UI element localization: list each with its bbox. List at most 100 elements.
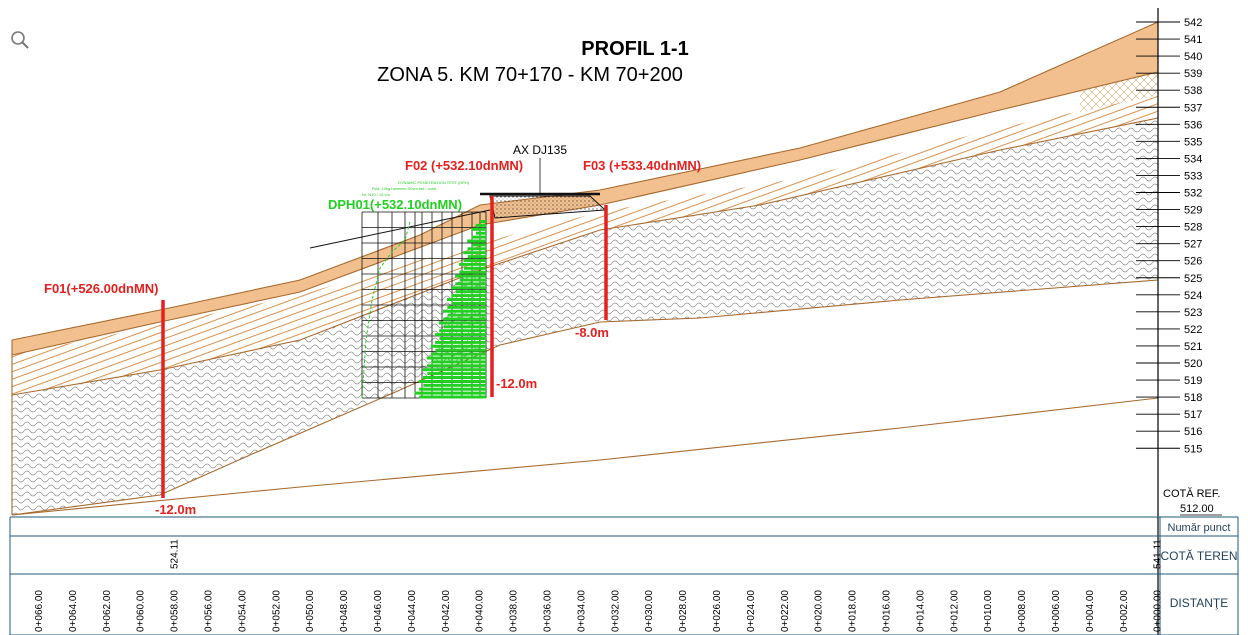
dph-bar xyxy=(451,286,486,290)
scale-tick-label: 516 xyxy=(1184,426,1202,438)
dph-bar xyxy=(442,309,486,313)
dph-curve xyxy=(361,221,411,399)
distance-label: 0+032.00 xyxy=(610,590,621,632)
distance-label: 0+060.00 xyxy=(136,590,147,632)
distance-label: 0+012.00 xyxy=(949,590,960,632)
scale-tick-label: 533 xyxy=(1184,170,1202,182)
scale-tick-label: 540 xyxy=(1184,51,1202,63)
distance-label: 0+006.00 xyxy=(1051,590,1062,632)
distance-label: 0+014.00 xyxy=(915,590,926,632)
dph-bar xyxy=(435,340,486,344)
dph-bar xyxy=(443,325,486,329)
borehole-label-f03: F03 (+533.40dnMN) xyxy=(583,158,701,173)
dph-bar xyxy=(435,348,486,352)
borehole-label-f02: F02 (+532.10dnMN) xyxy=(405,158,523,173)
dph-bar xyxy=(451,294,486,298)
dph-caption-2: Rod: 10kg hammer, 50cm fall - cone xyxy=(372,186,437,191)
distance-label: 0+052.00 xyxy=(271,590,282,632)
distance-label: 0+022.00 xyxy=(780,590,791,632)
dph-bar xyxy=(423,376,486,379)
scale-tick-label: 539 xyxy=(1184,68,1202,80)
distance-label: 0+040.00 xyxy=(475,590,486,632)
dph-bar xyxy=(455,282,486,286)
scale-tick-label: 521 xyxy=(1184,341,1202,353)
distance-label: 0+054.00 xyxy=(237,590,248,632)
distance-label: 0+062.00 xyxy=(102,590,113,632)
dph-bar xyxy=(418,379,486,383)
distance-label: 0+028.00 xyxy=(678,590,689,632)
table-row-label: Număr punct xyxy=(1168,522,1231,534)
dph-bar xyxy=(439,329,486,333)
scale-tick-label: 534 xyxy=(1184,153,1202,165)
magnifier-icon[interactable] xyxy=(8,28,34,54)
dph-bar xyxy=(426,356,486,360)
dph-bar xyxy=(471,227,486,231)
scale-tick-label: 520 xyxy=(1184,358,1202,370)
layer-wavy-lower xyxy=(12,118,1158,515)
table-row-label: COTĂ TEREN xyxy=(1160,548,1237,563)
terrain-value: 541.11 xyxy=(1153,539,1164,569)
dph-bar xyxy=(430,344,486,348)
dph-bar xyxy=(480,220,486,223)
scale-tick-label: 518 xyxy=(1184,392,1202,404)
dph-bar xyxy=(471,235,486,239)
distance-label: 0+026.00 xyxy=(712,590,723,632)
scale-tick-label: 535 xyxy=(1184,136,1202,148)
dph-bar xyxy=(439,337,486,340)
dph-caption-1: DYNAMIC PENETRATION TEST (DPH) xyxy=(398,180,470,185)
dph-bar xyxy=(463,251,486,255)
distance-label: 0+036.00 xyxy=(543,590,554,632)
distance-label: 0+002.00 xyxy=(1119,590,1130,632)
scale-tick-label: 524 xyxy=(1184,290,1202,302)
scale-tick-label: 515 xyxy=(1184,443,1202,455)
dph-bar xyxy=(475,223,486,227)
dph-bar xyxy=(451,301,486,305)
terrain-value: 524.11 xyxy=(170,539,181,569)
scale-tick-label: 542 xyxy=(1184,17,1202,29)
scale-tick-label: 528 xyxy=(1184,222,1202,234)
dph-bar xyxy=(438,321,486,325)
table-row-label: DISTANŢE xyxy=(1170,596,1228,610)
distance-label: 0+030.00 xyxy=(644,590,655,632)
dph-bar xyxy=(427,372,486,376)
scale-tick-label: 541 xyxy=(1184,34,1202,46)
dph-test-grid xyxy=(361,211,487,399)
distance-label: 0+042.00 xyxy=(441,590,452,632)
dph-bar xyxy=(471,243,486,247)
elevation-scale: 5425415405395385375365355345335325295285… xyxy=(1136,8,1222,635)
scale-tick-label: 538 xyxy=(1184,85,1202,97)
dph-bar xyxy=(459,278,486,282)
scale-tick-label: 532 xyxy=(1184,188,1202,200)
dph-bar xyxy=(455,290,486,294)
dph-bar xyxy=(431,360,486,364)
ref-value: 512.00 xyxy=(1180,503,1214,515)
dph-bar xyxy=(431,352,486,356)
axis-label: AX DJ135 xyxy=(513,143,567,157)
dph-bar xyxy=(467,255,486,259)
distance-label: 0+058.00 xyxy=(170,590,181,632)
distance-label: 0+018.00 xyxy=(848,590,859,632)
dph-label: DPH01(+532.10dnMN) xyxy=(328,197,462,212)
dph-bar xyxy=(467,239,486,243)
scale-tick-label: 527 xyxy=(1184,239,1202,251)
dph-bar xyxy=(434,333,486,337)
profile-subtitle: ZONA 5. KM 70+170 - KM 70+200 xyxy=(377,64,683,86)
distance-label: 0+066.00 xyxy=(34,590,45,632)
distance-label: 0+004.00 xyxy=(1085,590,1096,632)
dph-bar xyxy=(414,391,486,395)
dph-bar xyxy=(419,395,486,399)
scale-tick-label: 526 xyxy=(1184,256,1202,268)
borehole-depth-f02: -12.0m xyxy=(496,376,537,391)
dph-bar xyxy=(447,305,486,309)
scale-tick-label: 519 xyxy=(1184,375,1202,387)
distance-label: 0+020.00 xyxy=(814,590,825,632)
dph-bar xyxy=(459,270,486,274)
distance-label: 0+064.00 xyxy=(68,590,79,632)
scale-tick-label: 525 xyxy=(1184,273,1202,285)
dph-bar xyxy=(427,364,486,368)
dph-bar xyxy=(455,274,486,278)
distance-label: 0+056.00 xyxy=(204,590,215,632)
borehole-depth-f01: -12.0m xyxy=(155,502,196,517)
